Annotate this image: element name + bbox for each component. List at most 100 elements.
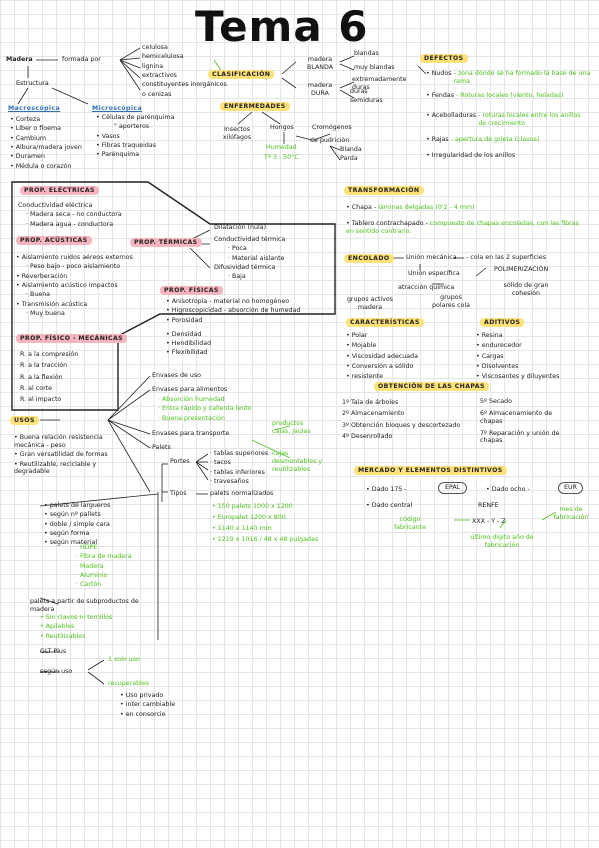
tablero-item: • Tablero contrachapado - compuesto de c… (346, 220, 586, 236)
cromogenos-label: Cromógenos (312, 124, 352, 131)
prop-fisicas-list: • Anisotropía - material no homogéneo • … (166, 298, 300, 359)
list-item: • Médula o corazón (10, 162, 72, 170)
list-item: · Peso bajo - poco aislamiento (26, 263, 121, 271)
madera-dura: madera DURA (307, 82, 333, 97)
list-item: 6º Almacenamiento de chapas (480, 409, 553, 425)
list-item: • Densidad (166, 330, 202, 338)
list-item: • Líber o floema (10, 125, 61, 133)
portes-label: Portes (170, 458, 190, 465)
union-mecanica: Unión mecánica (406, 254, 457, 261)
hongos-label: Hongos (270, 124, 294, 131)
list-item: • resistente (346, 373, 384, 381)
ultimo-digito: último dígito año de fabricación (470, 534, 534, 549)
list-item: • Polar (346, 332, 368, 339)
component: lignina (142, 62, 164, 70)
list-item: • Uso privado (120, 692, 164, 699)
dado-central: • Dado central (366, 502, 413, 509)
palets-normalizados: palets normalizados (210, 490, 274, 497)
prop-electricas-list: Conductividad eléctrica · Madera seca - … (18, 202, 122, 230)
obtencion-right-list: 5º Secado 6º Almacenamiento de chapas 7º… (480, 398, 576, 447)
list-item: blandas (354, 50, 379, 57)
defecto-desc: - Roturas locales (viento, heladas) (456, 92, 564, 99)
aditivos-list: • Resina • endurecedor • Cargas • Disolv… (476, 332, 559, 384)
atraccion-quimica: atracción química (398, 284, 455, 291)
list-item: · Buena presentación (158, 414, 225, 422)
list-item: • Resina (476, 332, 503, 339)
list-item: · tacos (210, 459, 231, 467)
list-item: Conductividad térmica (214, 235, 286, 243)
defecto-acebolladuras: • Acebolladuras - roturas locales entre … (426, 112, 590, 128)
list-item: • Reutilizables (40, 632, 86, 640)
defecto-irregularidad: • Irregularidad de los anillos (426, 152, 516, 159)
list-item: Parda (340, 155, 358, 163)
madera-components: celulosa hemicelulosa lignina extractivo… (142, 44, 227, 100)
encolado-heading: ENCOLADO (344, 254, 394, 263)
list-item: • Reutilizable, reciclable y degradable (14, 460, 97, 476)
obtencion-left-list: 1º Tala de árboles 2º Almacenamiento 3º … (342, 398, 460, 443)
list-item: • 150 palets 1000 x 1200 (212, 503, 293, 510)
list-item: • 1140 x 1140 mm (212, 524, 272, 532)
dado-ocho: • Dado ocho - (486, 486, 530, 493)
list-item: • Aislamiento ruidos aéreos externos (16, 254, 133, 261)
list-item: • Higroscopicidad - absorción de humedad (166, 307, 301, 315)
insectos-label: Insectos xilófagos (222, 126, 252, 141)
mes-fabricacion: mes de fabricación (553, 506, 589, 521)
list-item: • 1219 x 1016 / 48 x 48 pulgadas (212, 535, 319, 543)
list-item: · Muy buena (26, 310, 65, 318)
list-item: • Vasos (96, 132, 120, 140)
pudricion-tipos: Blanda Parda (340, 146, 362, 165)
list-item: • según material (44, 539, 98, 547)
chapa-label: • Chapa - (346, 204, 379, 211)
madera-label: Madera (6, 56, 33, 63)
partir-list: • Sin clavos ni tornillos • Apilables • … (40, 614, 112, 642)
list-item: • Células de parénquima (96, 114, 175, 121)
microscopica-heading: Microscópica (92, 105, 143, 112)
portes-list: · tablas superiores · tacos · tablas inf… (210, 450, 268, 487)
list-item: • Duramen (10, 153, 46, 161)
dura-list: duras semiduras (350, 80, 383, 107)
list-item: • Viscosantes y diluyentes (476, 373, 560, 381)
defecto-name: • Rajas (426, 136, 449, 143)
segun-uso: según uso (40, 668, 73, 675)
obtencion-heading: OBTENCIÓN DE LAS CHAPAS (374, 382, 489, 391)
list-item: • según forma (44, 530, 90, 538)
list-item: • Cambium (10, 134, 46, 142)
prop-acusticas-list: • Aislamiento ruidos aéreos externos · P… (16, 254, 133, 320)
list-item: · Absorción humedad (158, 396, 225, 403)
defecto-name: • Nudos (426, 70, 452, 77)
list-item: • en consorcio (120, 710, 166, 718)
humedad-label: Humedad (266, 144, 297, 151)
tipos-label: Tipos (170, 490, 187, 497)
list-item: • Buena relación resistencia mecánica - … (14, 434, 103, 449)
prop-acusticas-heading: PROP. ACÚSTICAS (16, 236, 92, 245)
eur-mark: EUR (558, 482, 583, 494)
list-item: Blanda (340, 146, 362, 153)
estructura-label: Estructura (16, 80, 49, 87)
codigo-fabricante: código fabricante (393, 516, 427, 531)
list-item: • según nº pallets (44, 511, 101, 519)
list-item: • endurecedor (476, 342, 522, 350)
list-item: • inter cambiable (120, 701, 176, 709)
list-item: semiduras (350, 97, 383, 105)
list-item: • Fibras traqueidas (96, 142, 157, 150)
normalizados-list: • 150 palets 1000 x 1200 • Europalet 120… (212, 502, 318, 546)
macroscopica-list: • Corteza • Líber o floema • Cambium • A… (10, 116, 82, 172)
list-item: R. a la flexión (20, 373, 63, 381)
tablero-label: • Tablero contrachapado - (346, 220, 430, 227)
defecto-nudos: • Nudos - zona dónde se ha formado la ba… (426, 70, 594, 86)
usos-left-list: • Buena relación resistencia mecánica - … (14, 434, 114, 478)
transformacion-heading: TRANSFORMACIÓN (344, 186, 424, 195)
defecto-name: • Acebolladuras (426, 112, 477, 119)
component: o cenizas (142, 90, 172, 98)
list-item: · Madera (76, 562, 104, 570)
list-item: · Material aislante (228, 254, 285, 262)
defecto-name: • Fendas (426, 92, 454, 99)
recuperables: recuperables (108, 680, 149, 687)
tablero-note: compuesto de chapas encoladas, con las f… (346, 220, 579, 235)
list-item: · Madera seca - no conductora (26, 211, 122, 219)
list-item: · Baja (228, 273, 246, 281)
list-item: • Hendibilidad (166, 339, 212, 347)
recuperables-list: • Uso privado • inter cambiable • en con… (120, 692, 175, 720)
list-item: · tablas inferiores (210, 468, 265, 476)
grupos-activos: grupos activos madera (346, 296, 394, 311)
